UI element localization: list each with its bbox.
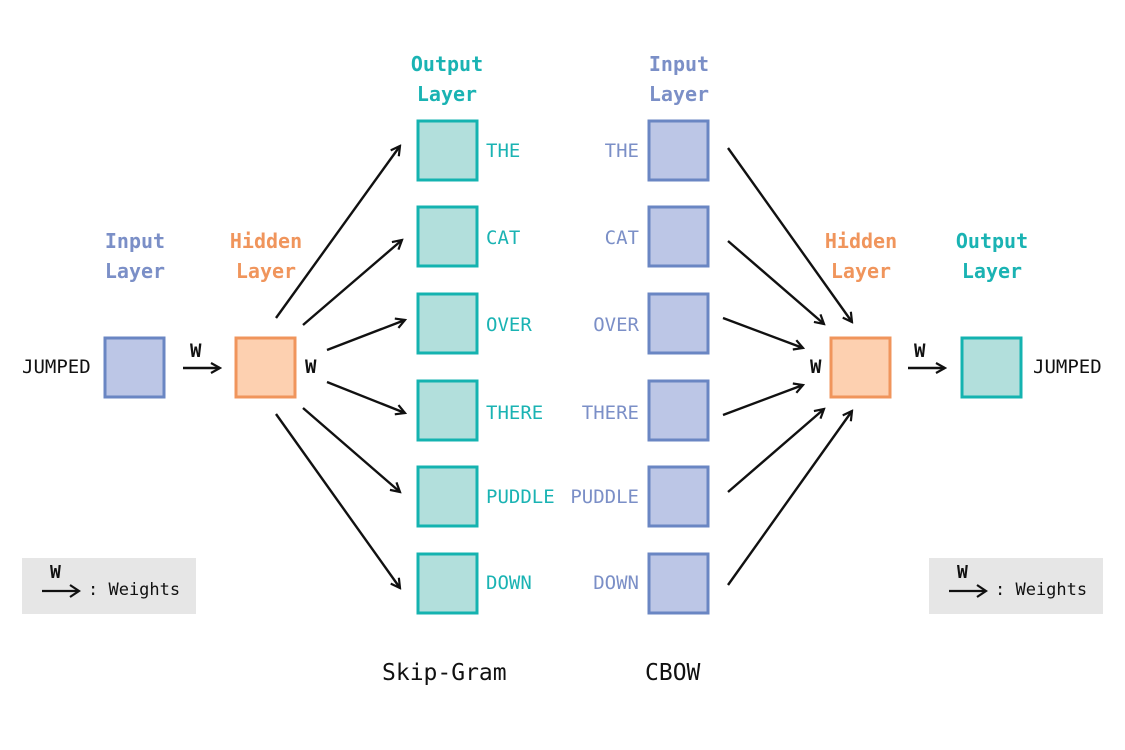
cbow-input-arrow (727, 409, 824, 493)
cbow-input-node (647, 292, 710, 355)
cbow-input-word: CAT (604, 227, 639, 249)
cbow-input-word: PUDDLE (570, 486, 639, 508)
skipgram-output-word: THERE (486, 402, 544, 424)
skipgram-output-arrow (275, 146, 400, 319)
legend-weight-symbol: W (50, 562, 61, 583)
legend-right: W : Weights (929, 558, 1103, 614)
cbow-input-node (647, 552, 710, 615)
cbow-input-arrow (727, 240, 824, 324)
skipgram-input-node (103, 336, 166, 399)
cbow-input-word: DOWN (593, 572, 639, 594)
skipgram-output-arrow (302, 407, 400, 492)
skipgram-output-word: PUDDLE (486, 486, 555, 508)
skipgram-output-arrow (302, 240, 402, 326)
skipgram-output-word: THE (486, 140, 521, 162)
skipgram-output-arrow (326, 380, 405, 413)
cbow-input-node (647, 205, 710, 268)
skipgram-output-node (416, 292, 479, 355)
cbow-input-node (647, 119, 710, 182)
legend-text: : Weights (995, 580, 1088, 600)
cbow-output-word: JUMPED (1033, 356, 1102, 378)
skipgram-output-node (416, 379, 479, 442)
cbow-caption: CBOW (645, 660, 701, 686)
cbow-output-node (960, 336, 1023, 399)
skipgram-output-word: OVER (486, 314, 532, 336)
cbow-input-word: THERE (581, 402, 639, 424)
skipgram-weight-label-1: W (190, 340, 202, 362)
cbow-input-word: THE (604, 140, 639, 162)
legend-text: : Weights (88, 580, 181, 600)
cbow-input-arrow (722, 385, 803, 417)
cbow-input-word: OVER (593, 314, 639, 336)
legend-arrow-icon (42, 584, 81, 598)
cbow-input-arrow (727, 411, 852, 586)
cbow-input-node (647, 465, 710, 528)
skipgram-weight-label-2: W (305, 356, 317, 378)
skipgram-caption: Skip-Gram (382, 660, 507, 686)
legend-weight-symbol: W (957, 562, 968, 583)
skipgram-hidden-node (234, 336, 297, 399)
cbow-input-arrow (727, 147, 852, 322)
skipgram-output-word: DOWN (486, 572, 532, 594)
cbow-weight-label-1: W (810, 356, 822, 378)
cbow-hidden-node (829, 336, 892, 399)
cbow-input-arrow (722, 316, 803, 348)
skipgram-output-node (416, 119, 479, 182)
cbow-weight-label-2: W (914, 340, 926, 362)
skipgram-output-node (416, 465, 479, 528)
legend-arrow-icon (949, 584, 988, 598)
skipgram-output-arrow (326, 320, 405, 352)
skipgram-output-word: CAT (486, 227, 521, 249)
skipgram-output-node (416, 205, 479, 268)
skipgram-output-arrow (275, 413, 400, 588)
skipgram-input-word: JUMPED (22, 356, 91, 378)
cbow-input-node (647, 379, 710, 442)
skipgram-output-node (416, 552, 479, 615)
legend-left: W : Weights (22, 558, 196, 614)
